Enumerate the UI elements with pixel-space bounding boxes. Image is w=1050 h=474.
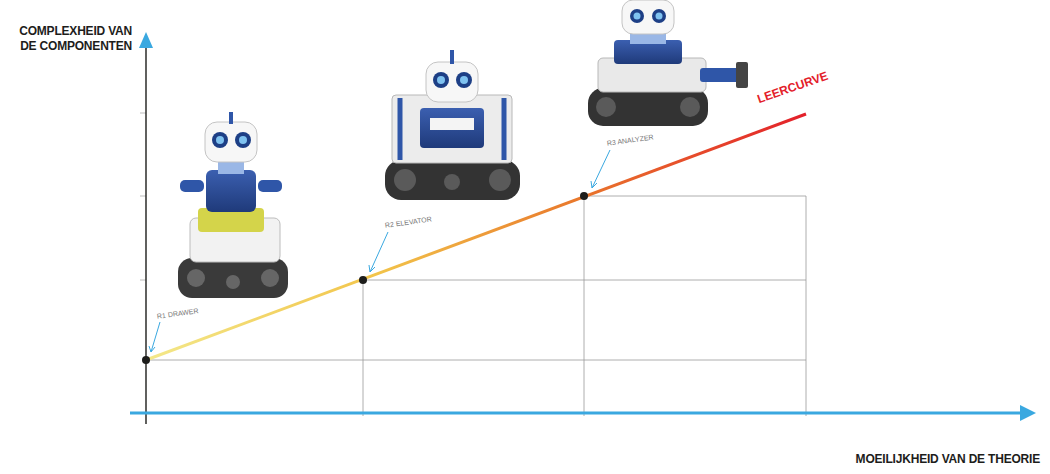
curve-points	[142, 192, 588, 364]
robot-r1	[178, 112, 288, 298]
axis-title: COMPLEXHEID VAN DE COMPONENTEN	[4, 24, 132, 54]
robot-name: R1 DRAWER	[156, 307, 200, 320]
grid-lines	[146, 196, 806, 416]
robot-r3	[588, 0, 748, 126]
x-axis	[130, 412, 1022, 415]
robot-name: R3 ANALYZER	[606, 133, 655, 147]
y-axis	[145, 48, 146, 424]
axis-ticks	[140, 113, 146, 280]
leader-lines	[149, 150, 610, 352]
axis-title: MOEILIJKHEID VAN DE THEORIE	[856, 452, 1040, 467]
robot-r2	[385, 50, 520, 200]
curve-label: LEERCURVE	[755, 69, 829, 106]
y-axis-arrow	[139, 32, 153, 48]
robot-name: R2 ELEVATOR	[384, 215, 434, 229]
x-axis-arrow	[1020, 405, 1036, 421]
